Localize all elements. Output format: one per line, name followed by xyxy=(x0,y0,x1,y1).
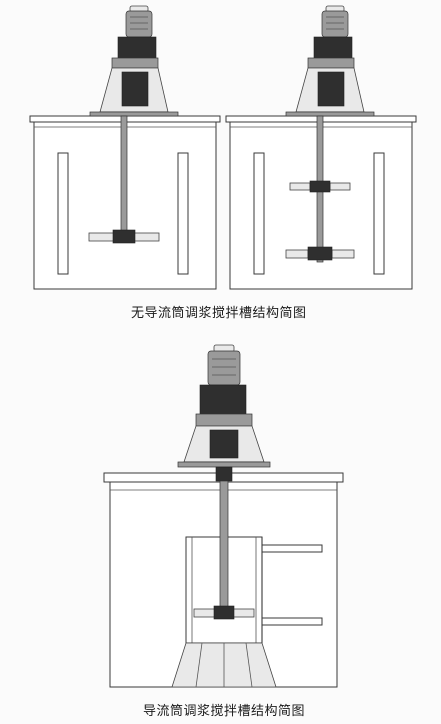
tank-3-reducer xyxy=(199,384,247,416)
tank-3-blade-right xyxy=(231,608,255,618)
tank-1-motor xyxy=(125,10,153,38)
tank-2-upper-blade-right xyxy=(329,182,351,191)
tank-1-blade-right xyxy=(132,232,160,242)
tank-2-lower-blade-right xyxy=(331,249,355,259)
tank-3-blade-left xyxy=(193,608,217,618)
tank-1-no-draft-tube xyxy=(29,5,221,290)
tank-1-bearing xyxy=(121,71,149,107)
tube-support-bottom xyxy=(261,617,323,626)
tank-3-draft-tube xyxy=(103,344,344,688)
tank-3-bearing xyxy=(209,429,239,459)
tank-2-lower-hub xyxy=(307,246,333,261)
tank-1-blade-left xyxy=(88,232,116,242)
tank-3-motor xyxy=(207,350,241,386)
tank-2-motor xyxy=(321,10,349,38)
tank-2-baffle-right xyxy=(373,152,385,275)
caption-draft-tube: 导流筒调浆搅拌槽结构简图 xyxy=(143,704,306,719)
tank-1-reducer xyxy=(117,36,157,60)
tank-1-hub xyxy=(112,229,136,244)
tank-2-no-draft-tube xyxy=(225,5,417,290)
tank-1-shaft xyxy=(120,115,128,241)
tube-support-top xyxy=(261,544,323,553)
tank-2-lower-blade-left xyxy=(285,249,309,259)
tank-1-baffle-right xyxy=(177,152,189,275)
tank-1-coupling xyxy=(111,57,159,69)
tank-3-shaft xyxy=(219,480,229,618)
tank-1-baffle-left xyxy=(57,152,69,275)
tank-2-baffle-left xyxy=(253,152,265,275)
tank-2-reducer xyxy=(313,36,353,60)
caption-no-draft-tube: 无导流筒调浆搅拌槽结构简图 xyxy=(131,306,307,321)
tank-3-hub xyxy=(213,605,235,620)
tank-2-upper-hub xyxy=(309,180,331,193)
tank-2-upper-blade-left xyxy=(289,182,311,191)
